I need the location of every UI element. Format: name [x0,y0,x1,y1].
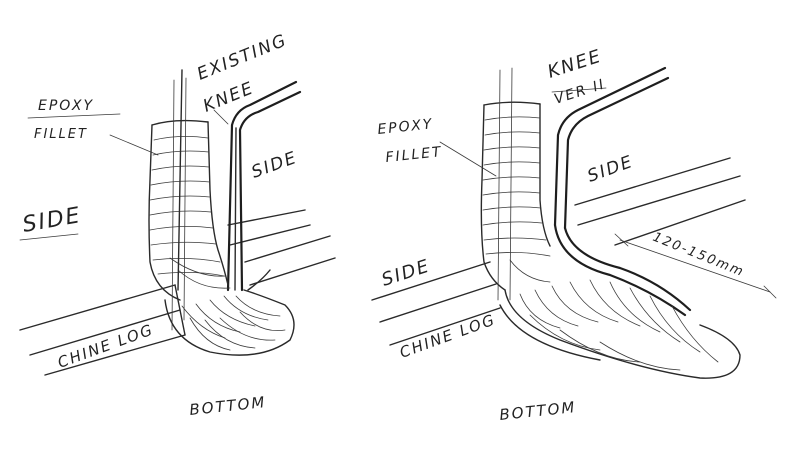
right-knee-underline [551,87,607,93]
right-sketch: KNEE VER II EPOXY FILLET SIDE SIDE CHINE… [371,45,777,424]
right-fillet-label: FILLET [385,144,444,166]
left-epoxy-leader [109,134,159,156]
right-side-label-right: SIDE [585,152,637,187]
left-side-panel-line [177,69,183,291]
right-bottom-label: BOTTOM [499,398,578,424]
right-epoxy-leader [439,141,497,177]
right-knee-ver-ii [553,66,692,317]
left-epoxy-underline [27,113,121,119]
left-sketch: EPOXY FILLET EXISTING KNEE SIDE SIDE CHI… [19,30,336,419]
right-dimension-label: 120-150mm [651,230,747,280]
left-chine-log-label: CHINE LOG [55,320,156,371]
left-side-underline [19,233,79,241]
right-dimension [614,233,777,299]
left-epoxy-label: EPOXY [38,98,94,114]
right-epoxy-label: EPOXY [377,116,434,138]
right-side-label-left: SIDE [379,255,433,290]
right-chine-log-label: CHINE LOG [397,310,498,361]
right-fillet-base [499,259,741,379]
right-epoxy-fillet [480,67,551,301]
left-side-label-main: SIDE [21,203,84,238]
left-fillet-label: FILLET [34,127,88,142]
left-bottom-label: BOTTOM [189,393,268,419]
left-fillet-base [164,257,295,356]
left-existing-knee [226,80,302,292]
left-knee-label: KNEE [200,78,257,117]
right-ver-label: VER II [552,76,607,108]
right-knee-label: KNEE [545,45,605,82]
right-chine-log [371,157,746,346]
left-knee-leader [213,109,229,125]
left-existing-label: EXISTING [194,30,290,84]
left-epoxy-fillet [148,77,229,331]
left-side-label-right: SIDE [249,148,301,183]
